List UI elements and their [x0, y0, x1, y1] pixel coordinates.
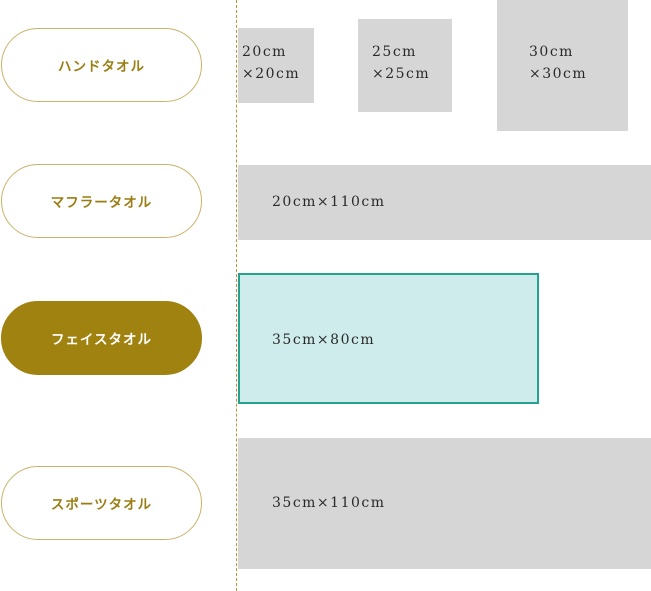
size-box-sports: 35cm×110cm	[238, 438, 651, 569]
size-line: 30cm	[529, 44, 574, 60]
size-line: 25cm	[372, 44, 417, 60]
size-box-face: 35cm×80cm	[238, 273, 539, 404]
tab-muffler-towel[interactable]: マフラータオル	[1, 164, 202, 238]
tab-sports-towel[interactable]: スポーツタオル	[1, 466, 202, 540]
size-box-hand-30: 30cm ×30cm	[497, 0, 628, 131]
size-line: ×30cm	[529, 66, 588, 82]
size-line: 20cm	[242, 44, 287, 60]
size-label: 35cm×110cm	[272, 495, 386, 511]
size-label: 35cm×80cm	[272, 332, 376, 348]
size-line: ×25cm	[372, 66, 431, 82]
dashed-divider	[236, 0, 237, 591]
size-box-hand-20: 20cm ×20cm	[238, 28, 314, 103]
tab-face-towel[interactable]: フェイスタオル	[1, 301, 202, 375]
size-box-hand-25: 25cm ×25cm	[358, 19, 452, 112]
size-box-muffler: 20cm×110cm	[238, 165, 651, 240]
size-line: ×20cm	[242, 66, 301, 82]
tab-hand-towel[interactable]: ハンドタオル	[1, 28, 202, 102]
size-label: 20cm×110cm	[272, 194, 386, 210]
